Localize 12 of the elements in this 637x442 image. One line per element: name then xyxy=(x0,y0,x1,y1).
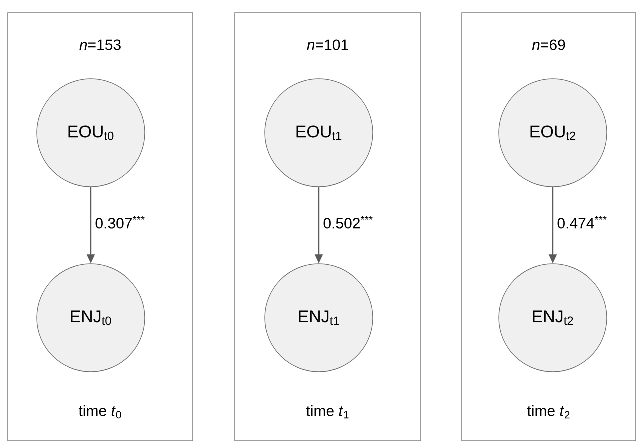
time-label: time t$_{1}$ xyxy=(306,405,349,419)
edge-label: 0.307$^{***}$ xyxy=(96,216,145,229)
panel-frame xyxy=(8,12,194,442)
sample-size: n=153 xyxy=(80,40,121,50)
sample-size: n=101 xyxy=(307,40,348,50)
edge-label: 0.474$^{***}$ xyxy=(558,216,607,229)
panel-frame xyxy=(462,12,636,442)
edge-label: 0.502$^{***}$ xyxy=(324,216,373,229)
panel-frame xyxy=(234,12,422,442)
time-label: time t$_{0}$ xyxy=(78,405,122,419)
time-label: time t$_{2}$ xyxy=(527,405,570,419)
sample-size: n=69 xyxy=(532,40,566,50)
